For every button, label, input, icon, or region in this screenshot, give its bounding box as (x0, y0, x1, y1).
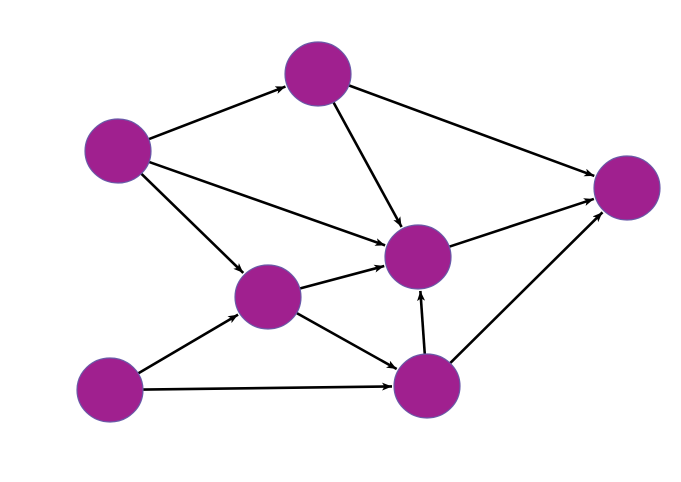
edge-n4-to-n5 (299, 264, 385, 290)
edge-n5-to-n3 (448, 197, 595, 248)
graph-node-n2 (284, 41, 352, 107)
node-circle (593, 155, 661, 221)
edge-n7-to-n5 (417, 290, 427, 355)
edge-n1-to-n2 (148, 85, 286, 141)
node-circle (284, 41, 352, 107)
edge-n6-to-n4 (137, 313, 239, 375)
node-circle (234, 264, 302, 330)
edge-n2-to-n5 (332, 101, 403, 228)
graph-node-n1 (84, 118, 152, 184)
graph-node-n5 (384, 224, 452, 290)
edge-n2-to-n3 (348, 84, 595, 178)
edge-n1-to-n4 (140, 172, 245, 274)
node-circle (84, 118, 152, 184)
graph-node-n6 (76, 357, 144, 423)
edge-n1-to-n5 (148, 160, 386, 247)
graph-node-n4 (234, 264, 302, 330)
edge-n4-to-n7 (295, 311, 398, 371)
node-circle (393, 353, 461, 419)
edges-layer (137, 84, 604, 391)
nodes-layer (76, 41, 661, 423)
graph-node-n7 (393, 353, 461, 419)
edge-n7-to-n3 (449, 211, 604, 365)
edge-n6-to-n7 (142, 382, 393, 391)
node-circle (76, 357, 144, 423)
graph-node-n3 (593, 155, 661, 221)
node-circle (384, 224, 452, 290)
